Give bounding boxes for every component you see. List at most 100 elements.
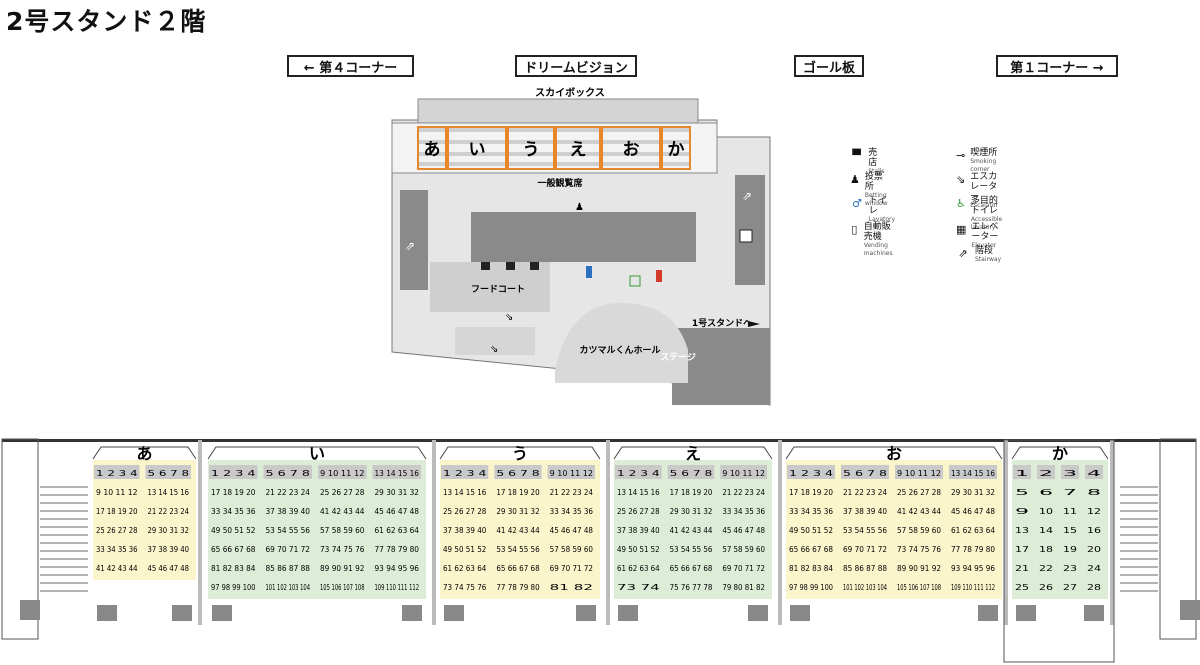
seat-chip [372,465,421,479]
block-label: い [469,140,486,160]
seat-number-group: 105 106 107 108 [320,583,365,592]
seat-number-group: 5 6 7 8 [843,469,888,478]
seat-number-group: 1 2 3 4 [789,469,834,478]
seat-number-group: 29 30 31 32 [670,507,713,516]
seat-number-group: 45 46 47 48 [951,507,995,516]
seat-number-group: 53 54 55 56 [843,526,887,535]
to-stand1-label: 1号スタンドへ [692,317,752,329]
seat-number-group: 77 78 79 80 [375,545,420,554]
block-o-frame [601,126,661,170]
seat-number-group: 23 [1063,564,1077,573]
seat-chip [441,465,489,479]
seat-number-group: 61 62 63 64 [443,564,487,573]
section-bracket [92,446,197,460]
seat-number-group: 53 54 55 56 [266,526,311,535]
seat-number-group: 65 66 67 68 [670,564,713,573]
seat-number-group: 15 [1063,526,1077,535]
dream-vision-sign: ドリームビジョン [515,55,637,77]
stall-icons [481,262,539,270]
seat-number-group: 22 [1039,564,1053,573]
seat-chip [787,465,835,479]
seat-number-group: 53 54 55 56 [670,545,713,554]
male-toilet-icon [586,266,592,278]
seat-number-group: 45 46 47 48 [722,526,765,535]
seat-number-group: 65 66 67 68 [789,545,833,554]
seat-number-group: 1 2 3 4 [96,469,138,478]
seat-number-group: 7 [1063,488,1077,497]
seat-number-group: 65 66 67 68 [211,545,256,554]
hall-label: カツマルくんホール [579,345,660,356]
pillar [402,605,422,621]
section-label: お [886,444,902,463]
seat-chip [1037,465,1055,479]
seat-number-group: 77 78 79 80 [951,545,995,554]
seat-number-group: 9 10 11 12 [550,469,593,478]
seat-number-group: 33 34 35 36 [722,507,765,516]
seat-number-group: 41 42 43 44 [320,507,365,516]
seat-number-group: 61 62 63 64 [951,526,995,535]
pillar [790,605,810,621]
seat-number-group: 109 110 111 112 [375,583,420,592]
roof-line [2,439,1196,442]
general-seats-label: 一般観覧席 [537,177,582,189]
seat-number-group: 69 70 71 72 [843,545,887,554]
stall-icon: ▀ [852,148,861,162]
seat-number-group: 93 94 95 96 [951,564,995,573]
seat-number-group: 17 18 19 20 [211,488,256,497]
seat-chip [841,465,889,479]
seat-number-group: 1 2 3 4 [211,469,256,478]
seat-number-group: 33 34 35 36 [789,507,833,516]
pillar [1180,600,1200,620]
seat-number-group: 6 [1039,488,1054,497]
seat-number-group: 21 22 23 24 [550,488,594,497]
seat-number-group: 89 90 91 92 [897,564,941,573]
block-a-frame [417,126,447,170]
escalator-icon: ⇘ [505,312,513,323]
pillar [618,605,638,621]
seat-number-group: 53 54 55 56 [496,545,540,554]
seat-number-group: 69 70 71 72 [722,564,765,573]
seat-number-group: 25 26 27 28 [617,507,660,516]
seat-number-group: 75 76 77 78 [670,583,713,592]
seat-chip [1085,465,1103,479]
divider-pole [198,440,202,625]
escalator-icon: ⇘ [956,172,966,186]
seat-number-group: 21 [1015,564,1029,573]
seat-number-group: 81 82 83 84 [211,564,256,573]
seat-number-group: 8 [1087,488,1102,497]
seat-number-group: 16 [1087,526,1102,535]
seat-number-group: 5 6 7 8 [148,469,190,478]
toilet-icon: ♂ [851,196,862,210]
seat-number-group: 81 82 83 84 [789,564,833,573]
vending-icon: ▯ [851,222,858,236]
seat-number-group: 45 46 47 48 [550,526,594,535]
pillar [97,605,117,621]
seat-chip [949,465,997,479]
food-court-label: フードコート [471,284,525,295]
seat-number-group: 21 22 23 24 [843,488,887,497]
seat-number-group: 37 38 39 40 [617,526,660,535]
seat-number-group: 41 42 43 44 [496,526,540,535]
seat-number-group: 29 30 31 32 [496,507,539,516]
seat-chip [209,465,258,479]
seat-number-group: 29 30 31 32 [148,526,190,535]
pillar [576,605,596,621]
pillar [978,605,998,621]
section-bracket [613,446,773,460]
section-bracket [1011,446,1109,460]
seat-number-group: 29 30 31 32 [951,488,995,497]
seat-number-group: 9 10 11 12 [320,469,365,478]
pillar [1084,605,1104,621]
seat-number-group: 49 50 51 52 [211,526,256,535]
stairs-icon: ⇗ [742,189,752,203]
escalator-icon: ⇘ [490,344,498,355]
block-e-frame [555,126,601,170]
section-bg [786,460,1002,599]
seat-number-group: 2 [1039,469,1053,478]
seat-number-group: 33 34 35 36 [96,545,138,554]
block-label: う [523,140,540,160]
